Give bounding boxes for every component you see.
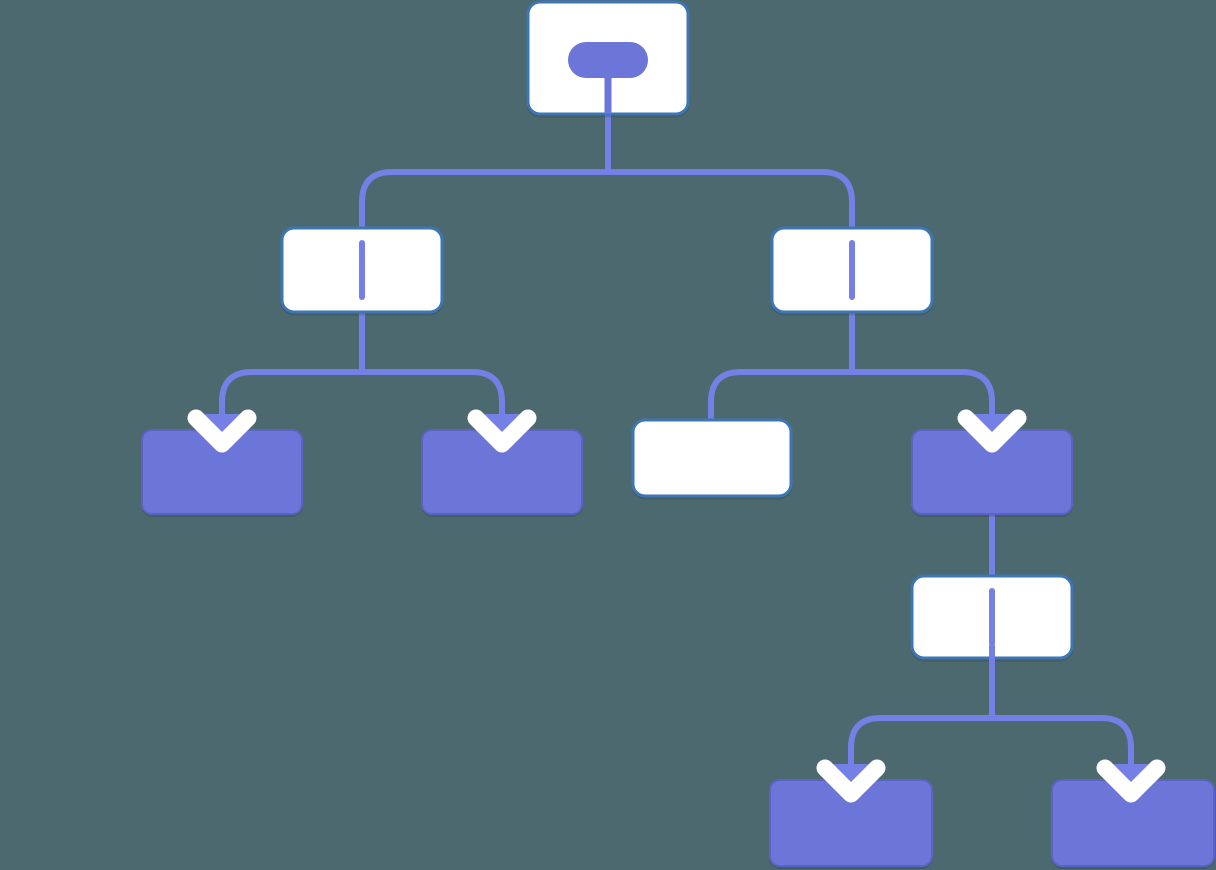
arrow-down-icon-l5-a (816, 759, 886, 803)
connector-layer (219, 101, 995, 587)
purple-node-layer (141, 429, 1215, 867)
edge-bus3-right (849, 369, 995, 439)
node-l2-right[interactable] (770, 226, 934, 314)
node-l4-throughline (989, 588, 995, 646)
edge-bus2-right (359, 369, 505, 439)
chevron-white-l5-a (816, 759, 886, 803)
arrow-down-icon-l3-a (187, 409, 257, 453)
edge-bus2-left (219, 369, 365, 439)
node-l2-left[interactable] (280, 226, 444, 314)
edge-bus1-left (359, 169, 611, 239)
chevron-white-l5-b (1096, 759, 1166, 803)
edge-bus3-left (708, 369, 855, 427)
node-l3-c-box[interactable] (631, 418, 793, 498)
arrow-down-icon-l3-d (957, 409, 1027, 453)
chevron-white-l3-d (957, 409, 1027, 453)
chevron-white-l3-a (187, 409, 257, 453)
arrow-layer (187, 409, 1166, 803)
white-node-layer (280, 0, 1074, 660)
arrow-down-icon-l3-b (467, 409, 537, 453)
edge-bus4-left (848, 715, 995, 789)
arrow-down-icon-l5-b (1096, 759, 1166, 803)
edge-bus1-right (605, 169, 855, 239)
root-pill-stem (604, 60, 612, 114)
edge-bus4-right (989, 715, 1134, 789)
node-l3-c[interactable] (631, 418, 793, 498)
node-l2-left-throughline (359, 240, 365, 300)
node-l2-right-throughline (849, 240, 855, 300)
chevron-white-l3-b (467, 409, 537, 453)
node-root[interactable] (526, 0, 690, 116)
connector-layer-lower (848, 643, 1134, 789)
